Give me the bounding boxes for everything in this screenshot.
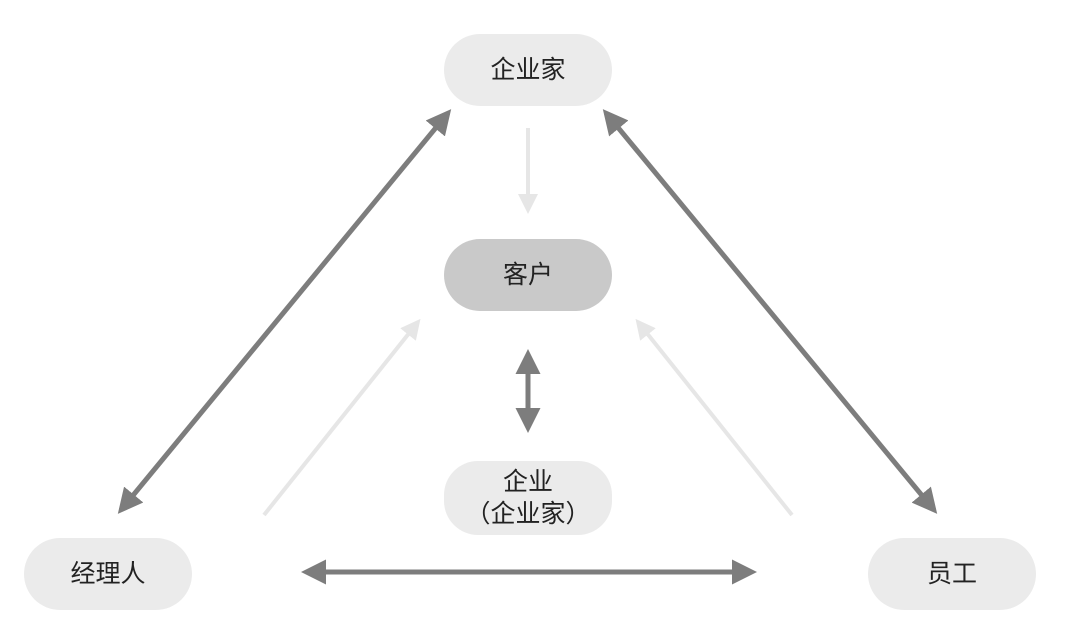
customer-label: 客户 xyxy=(502,260,553,289)
enterprise-sublabel: （企业家） xyxy=(465,499,591,528)
manager-label: 经理人 xyxy=(70,559,146,588)
entrepreneur-label: 企业家 xyxy=(490,55,566,84)
arrow-entrepreneur-manager xyxy=(117,109,452,514)
arrow-entrepreneur-employee xyxy=(602,109,938,514)
arrow-manager-to-customer xyxy=(262,318,421,517)
manager-node: 经理人 xyxy=(24,538,192,610)
entrepreneur-node: 企业家 xyxy=(444,34,612,106)
employee-node: 员工 xyxy=(868,538,1036,610)
employee-label: 员工 xyxy=(926,559,977,588)
arrow-employee-to-customer xyxy=(635,318,794,517)
customer-node: 客户 xyxy=(444,239,612,311)
enterprise-node: 企业 （企业家） xyxy=(444,461,612,535)
enterprise-label: 企业 xyxy=(502,467,553,496)
